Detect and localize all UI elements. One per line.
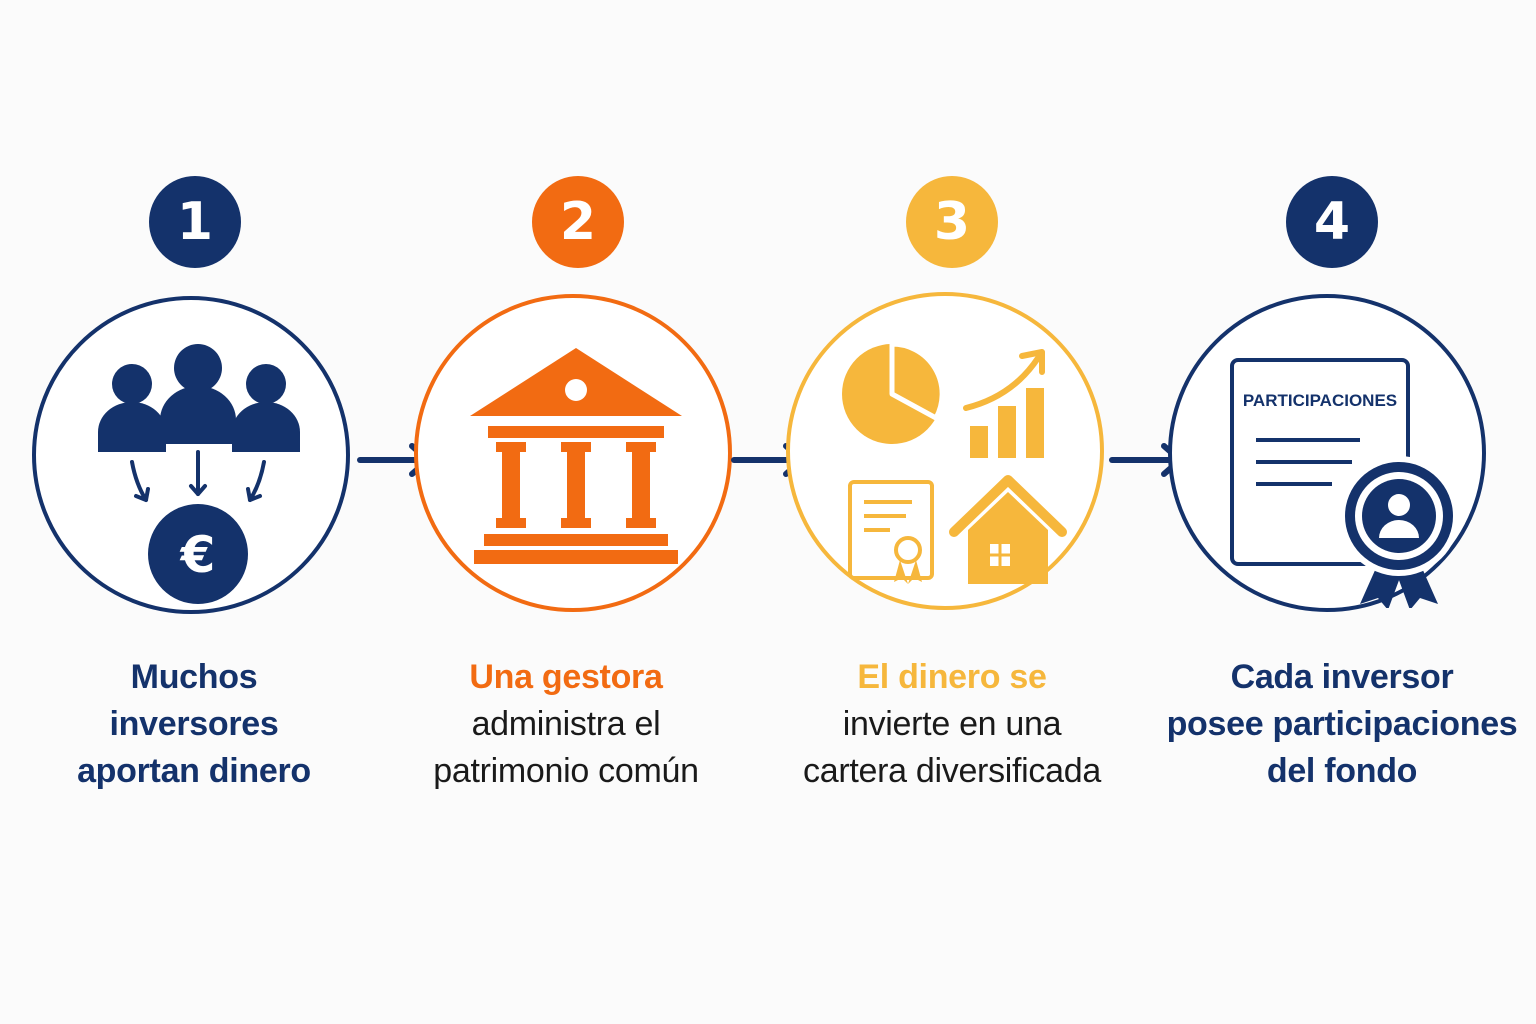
bar-chart-growth-icon	[970, 388, 1044, 458]
step-1-line-2: inversores	[109, 705, 279, 743]
step-3-caption: El dinero se invierte en una cartera div…	[762, 654, 1142, 795]
step-number-4: 4	[1286, 176, 1378, 268]
step-4-caption: Cada inversor posee participaciones del …	[1152, 654, 1532, 795]
step-4-circle: PARTICIPACIONES	[1168, 294, 1486, 612]
certificate-title: PARTICIPACIONES	[1243, 391, 1397, 410]
step-2-line-2: administra el	[471, 705, 661, 743]
step-3-circle	[786, 292, 1104, 610]
step-2-caption: Una gestora administra el patrimonio com…	[376, 654, 756, 795]
step-2-circle	[414, 294, 732, 612]
house-icon	[949, 475, 1067, 584]
award-seal-icon	[1339, 456, 1459, 608]
step-2-line-3: patrimonio común	[433, 752, 699, 790]
step-number-1: 1	[149, 176, 241, 268]
svg-text:€: €	[180, 526, 216, 584]
step-3-line-1: El dinero se	[857, 658, 1047, 696]
step-1-line-3: aportan dinero	[77, 752, 311, 790]
step-1-line-1: Muchos	[130, 658, 258, 696]
pie-chart-icon	[842, 341, 945, 444]
investors-euro-icon: €	[98, 344, 300, 604]
step-number-2: 2	[532, 176, 624, 268]
participation-certificate-icon: PARTICIPACIONES	[1230, 358, 1459, 608]
step-4-line-1: Cada inversor	[1230, 658, 1454, 696]
document-icon	[848, 480, 934, 580]
step-4-line-2: posee participaciones	[1166, 705, 1518, 743]
step-1-caption: Muchos inversores aportan dinero	[4, 654, 384, 795]
step-4-line-3: del fondo	[1266, 752, 1418, 790]
bank-building-icon	[470, 348, 682, 564]
step-3-line-3: cartera diversificada	[803, 752, 1101, 790]
step-3-line-2: invierte en una	[842, 705, 1062, 743]
step-number-3: 3	[906, 176, 998, 268]
diversified-portfolio-icon	[842, 341, 1067, 584]
step-2-line-1: Una gestora	[469, 658, 663, 696]
step-1-circle: €	[32, 296, 350, 614]
